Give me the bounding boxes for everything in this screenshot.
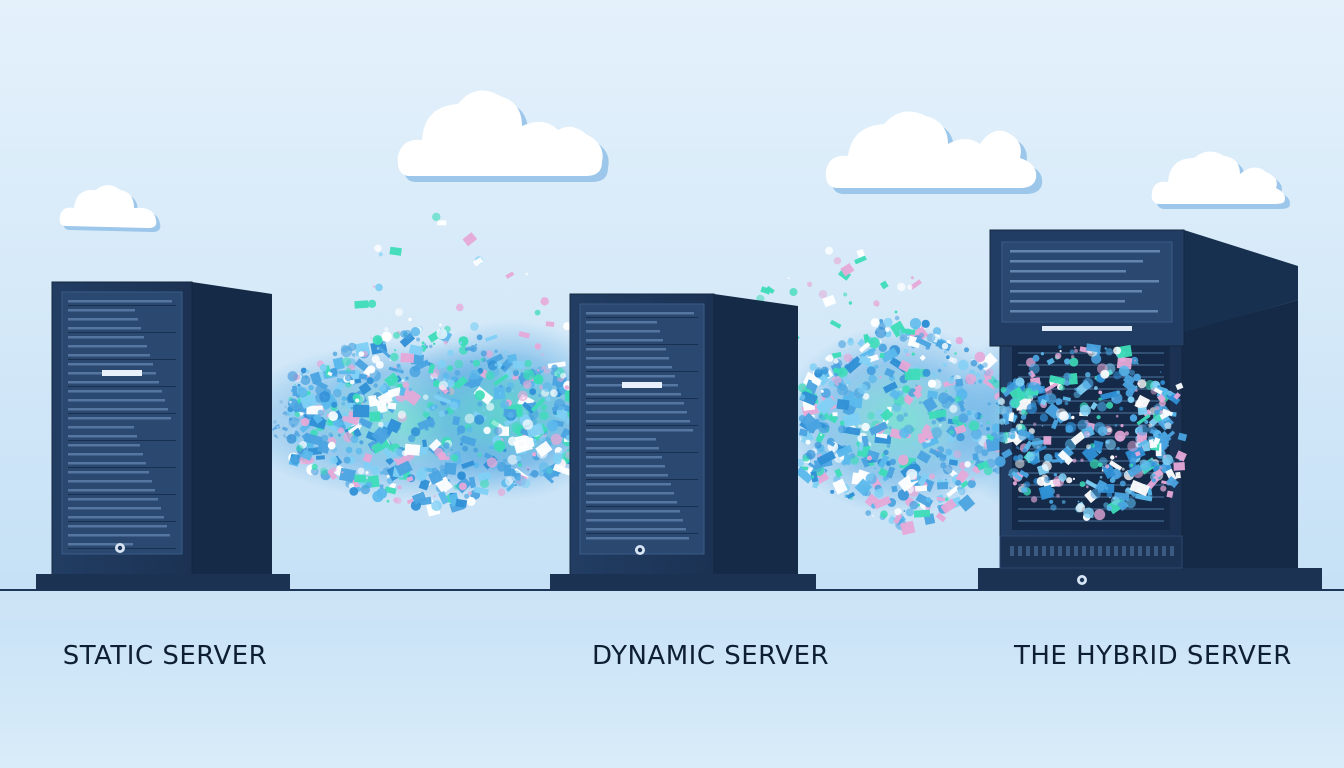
label-hybrid-server: THE HYBRID SERVER	[1014, 641, 1292, 671]
cloud-icon	[397, 90, 609, 182]
data-particles-front	[994, 343, 1188, 521]
power-button-icon	[1077, 575, 1087, 585]
server-tower-icon	[550, 293, 816, 590]
power-button-icon	[635, 545, 645, 555]
cloud-icon	[825, 111, 1043, 194]
cloud-icon	[1151, 151, 1290, 209]
power-button-icon	[115, 543, 125, 553]
cloud-icon	[59, 185, 161, 232]
label-static-server: STATIC SERVER	[62, 641, 268, 671]
server-tower-icon	[36, 281, 290, 590]
label-dynamic-server: DYNAMIC SERVER	[592, 641, 830, 671]
floor-reflection	[0, 591, 1344, 621]
